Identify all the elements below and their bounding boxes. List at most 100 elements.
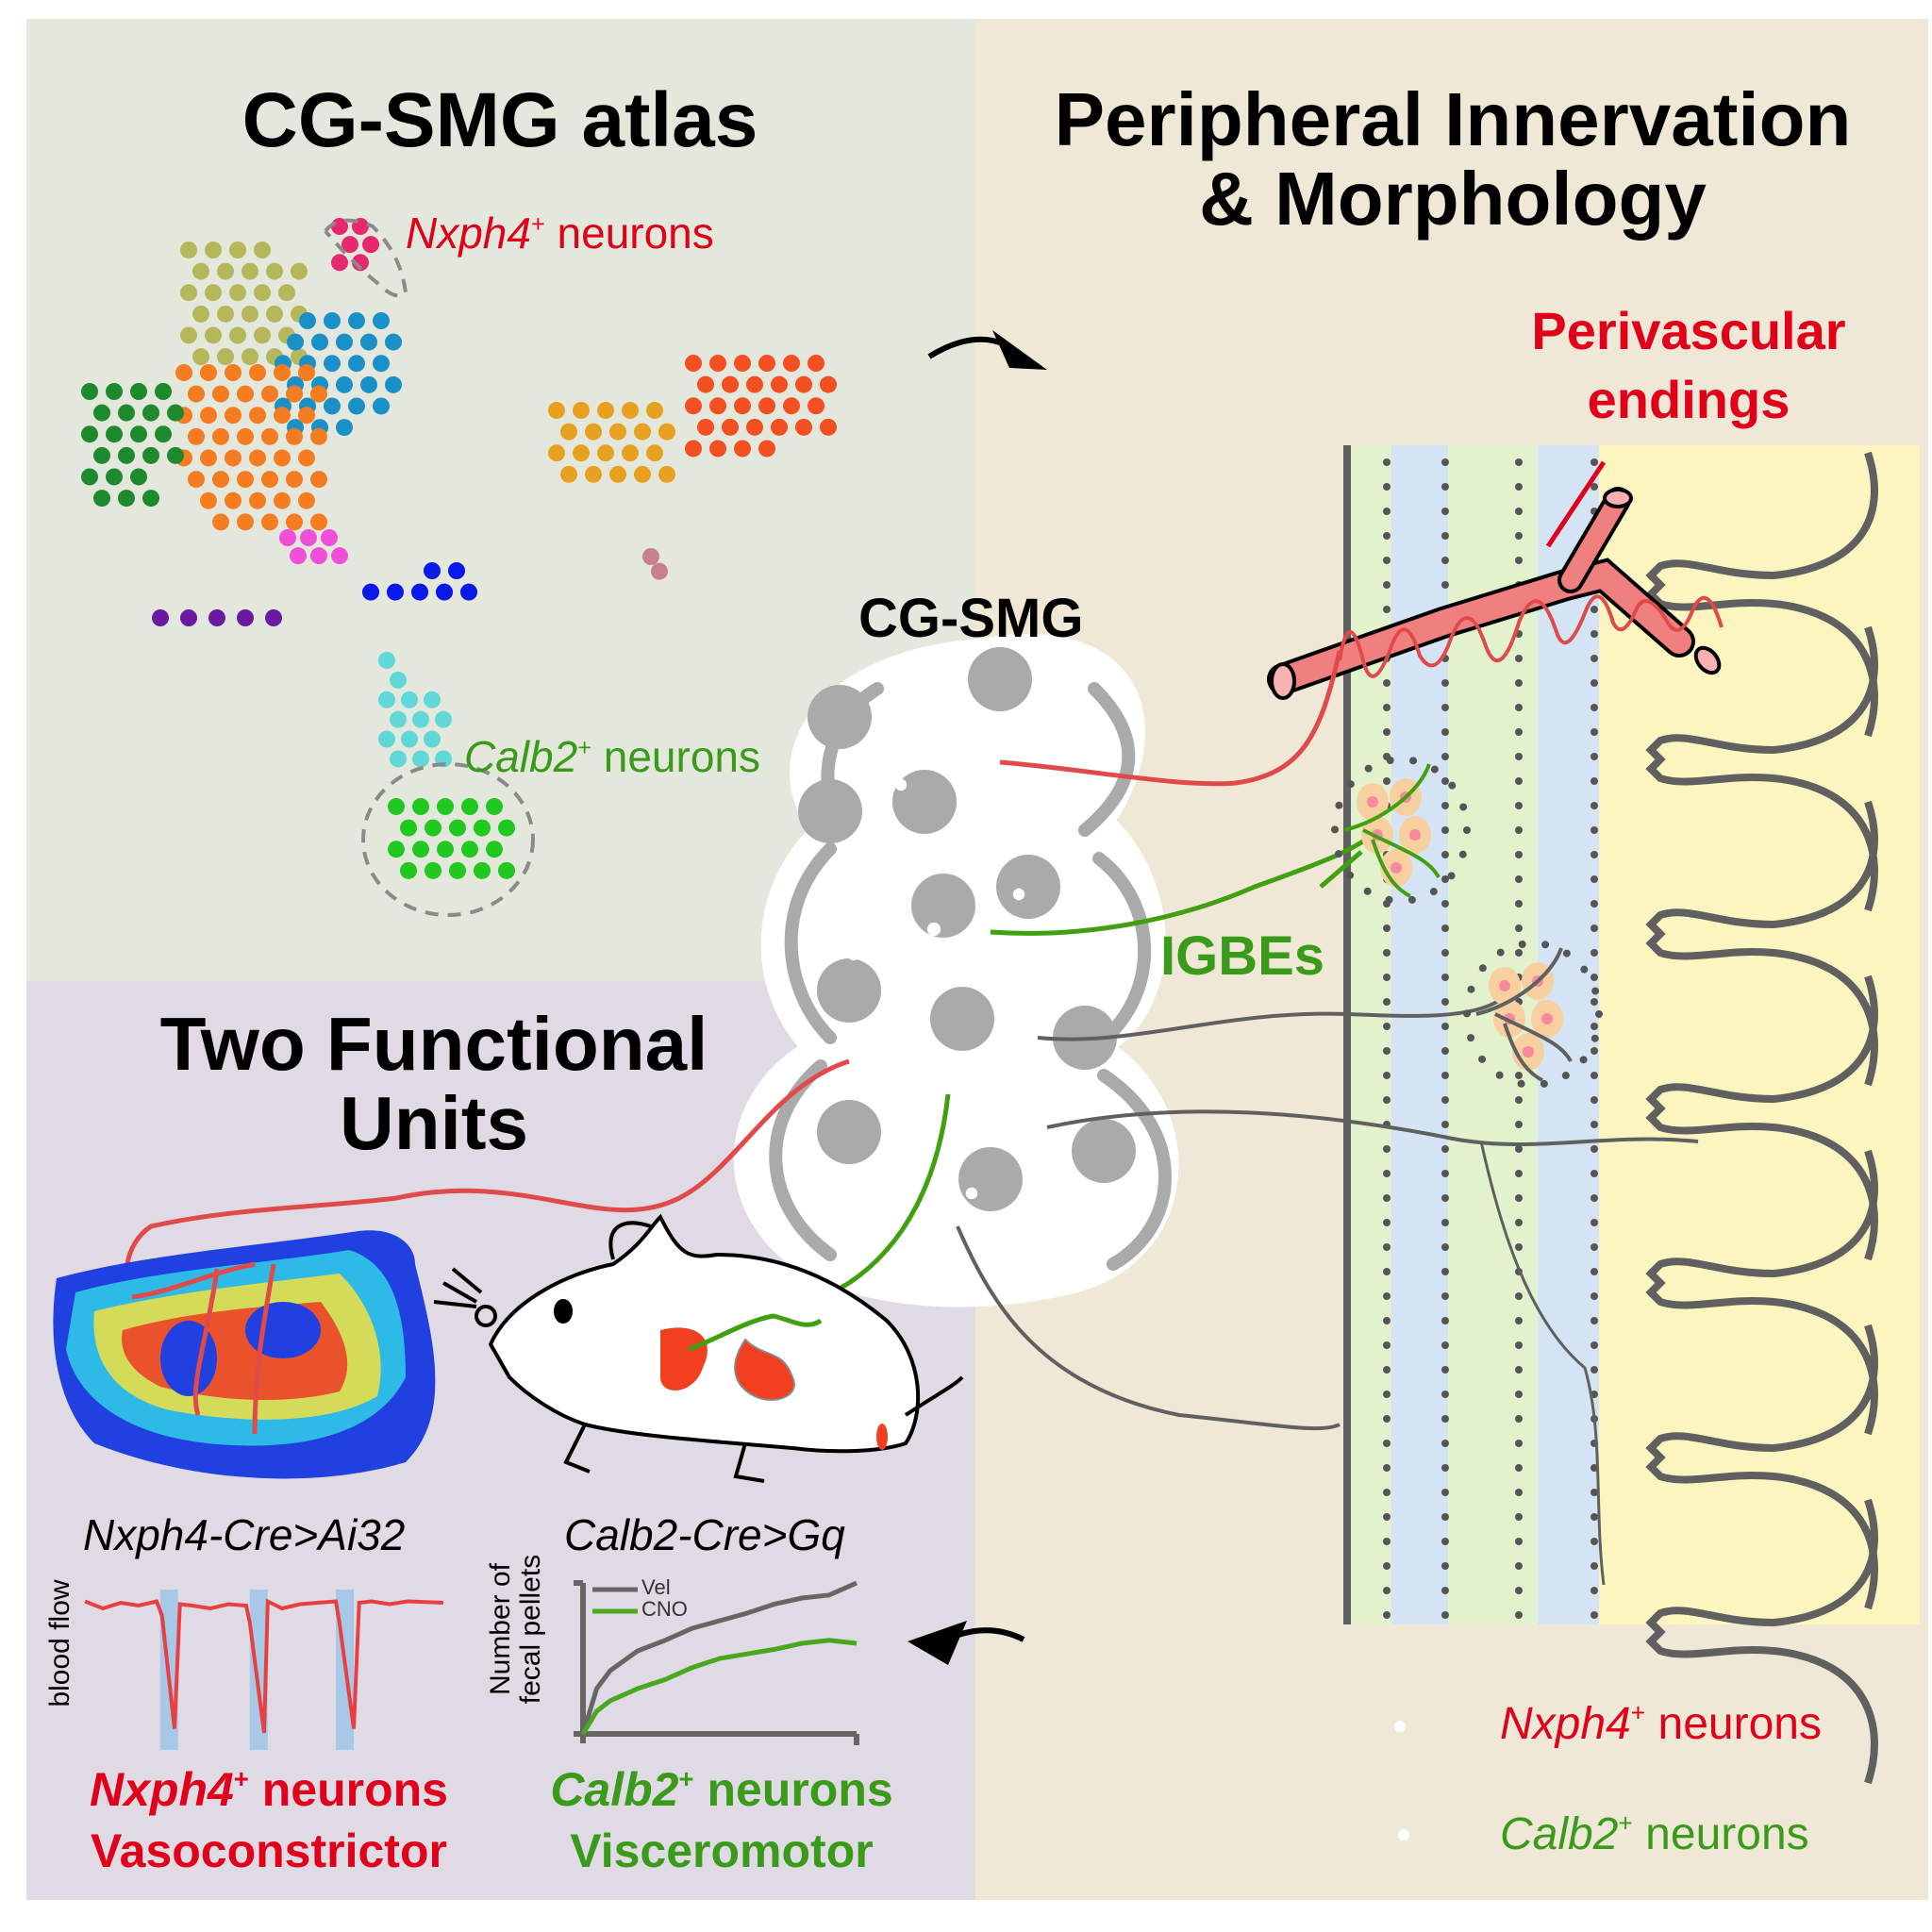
blood-flow-chart	[84, 1590, 444, 1750]
umap-dot-dark-green	[130, 468, 147, 486]
umap-dot-orange	[298, 407, 315, 425]
umap-dot-olive	[254, 284, 271, 302]
umap-dot-red-orange	[734, 355, 751, 372]
umap-dot-red-orange	[697, 418, 714, 436]
gray-axon-2	[1046, 1109, 1699, 1147]
umap-dot-sky-blue	[385, 333, 402, 351]
calb2-role: Visceromotor	[570, 1824, 874, 1877]
umap-dot-orange	[237, 385, 254, 403]
blood-flow-axis-label: blood flow	[44, 1579, 75, 1707]
wall-dot	[1515, 655, 1523, 662]
wall-dot	[1591, 679, 1598, 687]
gene-superscript: +	[1630, 1698, 1646, 1727]
umap-dot-red-orange	[771, 375, 788, 393]
wall-dot	[1441, 851, 1449, 858]
umap-dot-orange	[298, 364, 315, 381]
umap-dot-magenta	[300, 529, 317, 546]
umap-dot-cyan	[412, 750, 429, 768]
umap-dot-cyan	[435, 710, 452, 728]
peripheral-title-line1: Peripheral Innervation	[1054, 77, 1852, 161]
umap-dot-cyan	[378, 691, 395, 708]
umap-dot-red-orange	[709, 440, 726, 458]
umap-dot-dark-green	[81, 383, 98, 400]
umap-dot-orange	[200, 407, 217, 425]
umap-dot-nxph4	[331, 254, 348, 272]
villus	[1645, 1498, 1878, 1785]
umap-dot-orange	[200, 449, 217, 467]
umap-dot-calb2	[437, 798, 454, 815]
fecal-axis-label: Number of fecal pellets	[485, 1521, 546, 1738]
umap-dot-orange	[298, 449, 315, 467]
umap-dot-calb2	[425, 819, 441, 837]
wall-dot	[1383, 1145, 1391, 1153]
label-suffix: neurons	[1632, 1809, 1809, 1859]
umap-dot-cyan	[390, 671, 407, 689]
umap-dot-red-orange	[808, 397, 824, 415]
umap-dot-cyan	[390, 750, 407, 768]
wall-dot	[1383, 458, 1391, 466]
mouse-illustration	[433, 1213, 964, 1483]
umap-dot-orange	[188, 385, 205, 403]
wall-dot	[1591, 483, 1598, 491]
wall-dot	[1515, 557, 1523, 564]
nxph4-legend-neuron-icon	[1394, 1721, 1406, 1732]
umap-dot-cyan	[378, 730, 395, 748]
wall-dot	[1515, 1194, 1523, 1202]
arrow-head-icon	[992, 330, 1047, 370]
umap-dot-blue	[387, 583, 404, 601]
umap-dot-amber	[573, 444, 590, 462]
umap-dot-amber	[658, 465, 675, 483]
wall-dot	[1515, 704, 1523, 711]
umap-dot-magenta	[290, 547, 307, 565]
umap-dot-red-orange	[722, 418, 739, 436]
umap-dot-olive	[254, 242, 271, 258]
igbe-label: IGBEs	[1160, 925, 1325, 987]
umap-dot-sky-blue	[348, 312, 365, 329]
wall-dot	[1591, 1341, 1598, 1349]
wall-dot	[1591, 875, 1598, 883]
wall-dot	[1591, 1096, 1598, 1104]
wall-dot	[1441, 924, 1449, 932]
wall-dot	[1515, 1538, 1523, 1545]
wall-dot	[1591, 1317, 1598, 1324]
umap-dot-amber	[560, 465, 577, 483]
umap-dot-calb2	[498, 861, 515, 879]
umap-dot-dark-green	[142, 446, 159, 464]
villus	[1645, 974, 1878, 1261]
nxph4-axon-to-mesentery	[124, 1058, 850, 1304]
nxph4-genotype: Nxph4-Cre>Ai32	[83, 1510, 406, 1559]
umap-dot-olive	[217, 348, 234, 366]
umap-dot-olive	[229, 326, 246, 344]
umap-dot-sky-blue	[360, 333, 377, 351]
villus	[1645, 625, 1878, 912]
wall-dot	[1441, 1415, 1449, 1423]
umap-dot-amber	[658, 423, 675, 441]
umap-dot-magenta	[321, 529, 338, 546]
umap-dot-sky-blue	[373, 355, 390, 373]
villus	[1645, 451, 1878, 738]
wall-dot	[1383, 483, 1391, 491]
umap-dot-cyan	[401, 691, 418, 708]
wall-dot	[1591, 606, 1598, 613]
wall-dot	[1383, 1268, 1391, 1275]
wall-dot	[1383, 508, 1391, 515]
umap-dot-orange	[188, 471, 205, 489]
umap-dot-olive	[229, 284, 246, 302]
umap-dot-dark-green	[167, 446, 184, 464]
umap-dot-mauve	[642, 548, 659, 565]
umap-dot-purple	[208, 609, 225, 626]
umap-dot-amber	[585, 465, 602, 483]
wall-dot	[1515, 924, 1523, 932]
wall-dot	[1383, 1096, 1391, 1104]
fecal-axis-line1: Number of	[485, 1562, 516, 1696]
umap-dot-red-orange	[771, 418, 788, 436]
umap-dot-red-orange	[820, 418, 837, 436]
umap-dot-olive	[205, 326, 222, 344]
umap-dot-orange	[225, 364, 242, 381]
umap-dot-red-orange	[783, 355, 800, 372]
umap-dot-dark-green	[167, 404, 184, 422]
umap-dot-orange	[212, 427, 229, 445]
wall-dot	[1515, 875, 1523, 883]
atlas-nxph4-label: Nxph4+ neurons	[406, 208, 714, 258]
wall-dot	[1515, 532, 1523, 540]
